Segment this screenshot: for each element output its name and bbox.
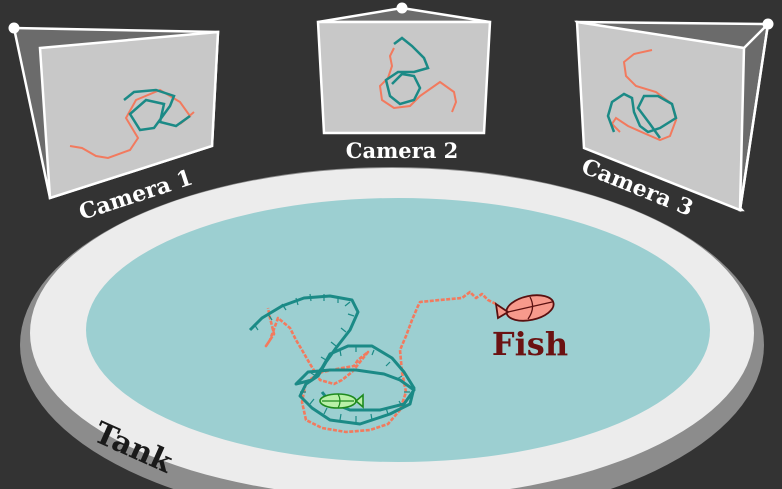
camera-2-track-truth (378, 47, 458, 113)
camera-1-center-icon (8, 22, 20, 34)
fish-label: Fish (492, 325, 568, 363)
camera-2-center-icon (396, 2, 408, 14)
camera-3-track-truth (610, 49, 678, 142)
camera-3-track-estimate (606, 92, 678, 139)
tracked-fish-icon (319, 393, 364, 409)
camera-2-view (316, 20, 492, 135)
fish-icon (494, 294, 555, 322)
tank-water (86, 198, 710, 462)
camera-1: Camera 1 (8, 22, 220, 226)
camera-2-label: Camera 2 (346, 138, 459, 163)
tank (20, 167, 764, 489)
estimated-track-ticks (253, 293, 410, 422)
camera-2: Camera 2 (316, 2, 492, 163)
camera-1-track-estimate (123, 88, 191, 132)
camera-3-center-icon (762, 18, 774, 30)
camera-1-view (38, 30, 220, 200)
camera-2-track-estimate (384, 36, 430, 106)
camera-1-track-truth (69, 88, 195, 160)
